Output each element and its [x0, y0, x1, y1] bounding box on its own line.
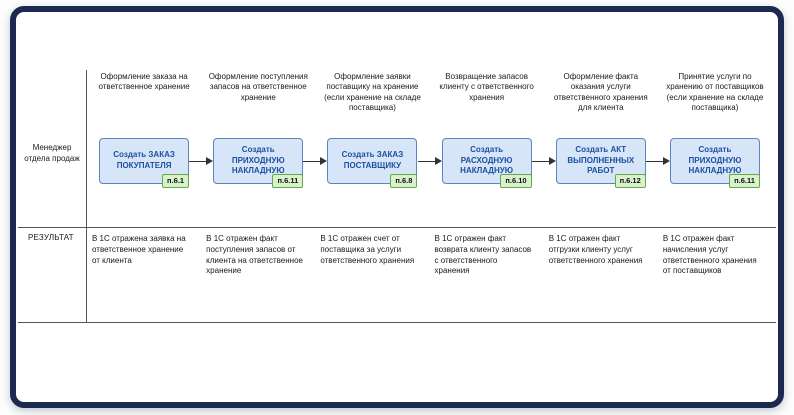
ref-badge: п.6.8 [390, 174, 418, 188]
arrow-head-icon [548, 157, 556, 165]
ref-badge: п.6.11 [272, 174, 304, 188]
process-step-3: Оформление заявки поставщику на хранение… [315, 12, 442, 402]
arrow-line [531, 160, 551, 163]
process-step-2: Оформление поступления запасов на ответс… [201, 12, 328, 402]
step-result: В 1С отражен факт возврата клиенту запас… [434, 234, 532, 276]
arrow-head-icon [206, 157, 214, 165]
ref-badge: п.6.11 [729, 174, 760, 188]
ref-badge: п.6.1 [162, 174, 190, 188]
ref-badge: п.6.10 [500, 174, 532, 188]
step-result: В 1С отражена заявка на ответственное хр… [92, 234, 186, 265]
step-result: В 1С отражен счет от поставщика за услуг… [320, 234, 415, 265]
arrow-line [417, 160, 437, 163]
process-diagram-frame: Менеджер отдела продаж РЕЗУЛЬТАТ Оформле… [10, 6, 784, 408]
step-header: Оформление факта оказания услуги ответст… [553, 72, 648, 113]
process-step-4: Возвращение запасов клиенту с ответствен… [430, 12, 556, 402]
lane-divider-vertical [86, 70, 87, 322]
flow-arrow [417, 157, 442, 166]
arrow-head-icon [434, 157, 442, 165]
step-result: В 1С отражен факт начисления услуг ответ… [662, 234, 757, 276]
row-divider-line [18, 227, 776, 228]
process-step-5: Оформление факта оказания услуги ответст… [544, 12, 670, 402]
process-step-6: Принятие услуги по хранению от поставщик… [658, 12, 772, 402]
arrow-line [189, 160, 209, 163]
ref-badge: п.6.12 [614, 174, 646, 188]
step-header: Оформление заявки поставщику на хранение… [324, 72, 421, 113]
step-header: Возвращение запасов клиенту с ответствен… [439, 72, 534, 102]
step-result: В 1С отражен факт поступления запасов от… [206, 234, 303, 276]
flow-arrow [531, 157, 556, 166]
flow-arrow [303, 157, 328, 166]
step-header: Оформление поступления запасов на ответс… [208, 72, 308, 102]
arrow-head-icon [662, 157, 670, 165]
arrow-head-icon [320, 157, 328, 165]
step-header: Принятие услуги по хранению от поставщик… [666, 72, 764, 113]
arrow-line [645, 160, 665, 163]
step-result: В 1С отражен факт отгрузки клиенту услуг… [548, 234, 643, 265]
flow-arrow [189, 157, 214, 166]
process-step-1: Оформление заказа на ответственное хране… [87, 12, 214, 402]
lane-label-result: РЕЗУЛЬТАТ [28, 233, 74, 242]
step-header: Оформление заказа на ответственное хране… [98, 72, 190, 92]
process-columns: Оформление заказа на ответственное хране… [87, 12, 772, 402]
table-bottom-line [18, 322, 776, 323]
arrow-line [303, 160, 323, 163]
flow-arrow [645, 157, 670, 166]
lane-label-sales-manager: Менеджер отдела продаж [24, 143, 80, 164]
